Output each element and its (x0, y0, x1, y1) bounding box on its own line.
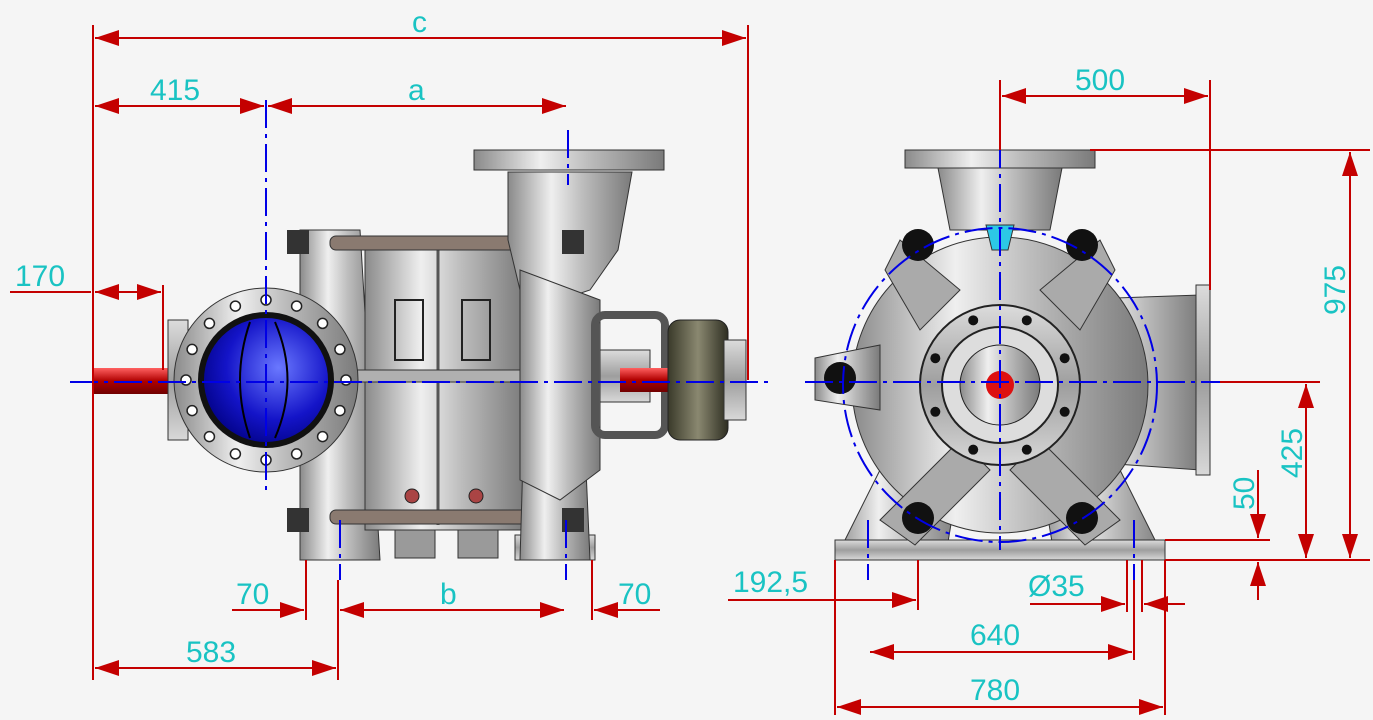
dim-425-label: 425 (1276, 428, 1309, 478)
side-view-pump (92, 149, 747, 561)
dim-975-label: 975 (1319, 265, 1352, 315)
flange-bolt-hole (203, 317, 216, 330)
flange-bolt-hole (180, 374, 192, 386)
flange-bolt-hole (334, 404, 346, 417)
end-side-flange (1195, 284, 1211, 476)
cover-bolt (930, 353, 941, 364)
dimension-labels: c 415 a 170 70 b 70 583 500 975 425 50 1… (15, 6, 1352, 707)
dim-415-label: 415 (150, 74, 200, 107)
flange-bolt-hole (229, 448, 242, 460)
flange-bolt-hole (334, 343, 346, 356)
cover-bolt (930, 406, 941, 417)
dim-500-label: 500 (1075, 64, 1125, 97)
dim-70-left-label: 70 (236, 578, 269, 611)
centerlines (70, 100, 1220, 580)
dim-50-label: 50 (1228, 477, 1261, 510)
dim-170-label: 170 (15, 260, 65, 293)
dim-c-label: c (412, 6, 427, 39)
shaft-right (620, 368, 670, 392)
flange-bolt-hole (203, 430, 216, 443)
dim-780-label: 780 (970, 674, 1020, 707)
dim-583-label: 583 (186, 636, 236, 669)
cover-bolt (1021, 444, 1032, 455)
flange-bolt-hole (186, 343, 198, 356)
flange-bolt-hole (229, 300, 242, 312)
flange-bolt-hole (290, 300, 303, 312)
cover-bolt (1059, 353, 1070, 364)
flange-bolt-hole (316, 317, 329, 330)
cover-bolt (968, 315, 979, 326)
coupling-guard (667, 319, 729, 441)
flange-bolt-hole (186, 404, 198, 417)
dim-dia35-label: Ø35 (1028, 570, 1085, 603)
dimension-lines (10, 25, 1370, 715)
dim-640-label: 640 (970, 619, 1020, 652)
dim-192-5-label: 192,5 (733, 566, 808, 599)
cover-bolt (968, 444, 979, 455)
flange-bolt-hole (340, 374, 352, 386)
dim-a-label: a (408, 74, 425, 107)
flange-bolt-hole (290, 448, 303, 460)
cover-bolt (1059, 406, 1070, 417)
dim-70-right-label: 70 (618, 578, 651, 611)
stage-casing (364, 244, 526, 531)
flange-bolt-hole (316, 430, 329, 443)
end-view-pump (814, 149, 1211, 561)
dim-b-label: b (440, 578, 457, 611)
cover-bolt (1021, 315, 1032, 326)
